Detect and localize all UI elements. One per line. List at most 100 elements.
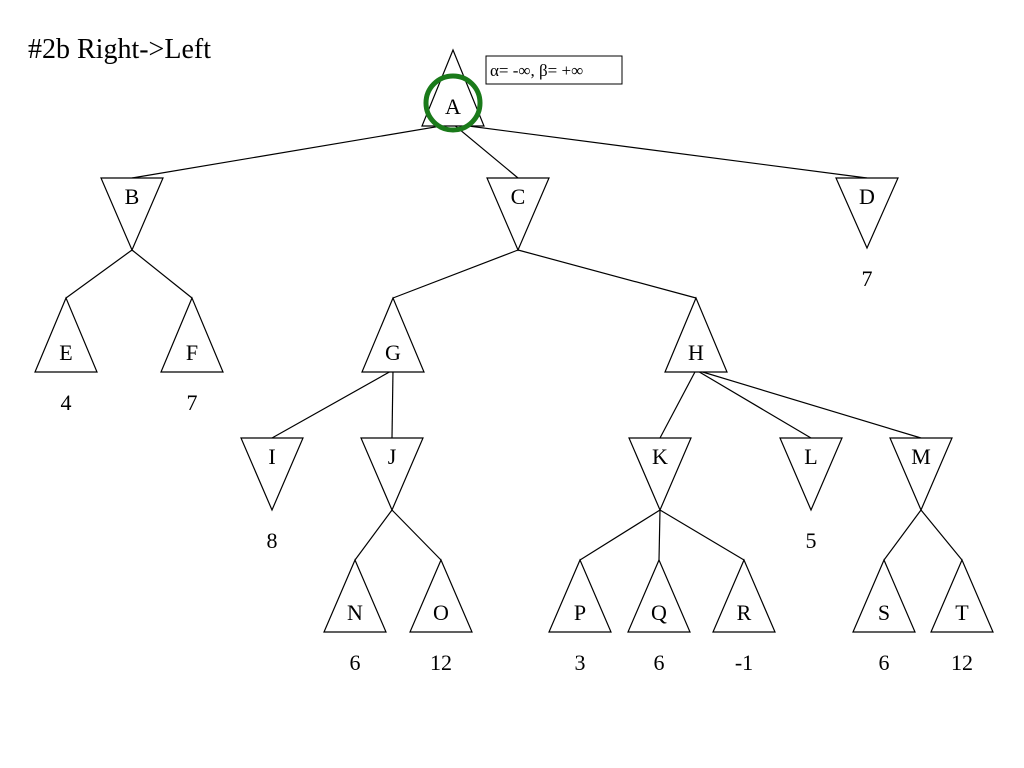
node-L: L (779, 437, 843, 512)
edge-M-T (920, 509, 963, 561)
edge-C-H (517, 249, 697, 299)
node-M: M (889, 437, 953, 512)
node-G-max-triangle (361, 296, 425, 373)
node-B: B (100, 177, 164, 252)
alpha-beta-annotation: α= -∞, β= +∞ (485, 55, 623, 85)
edge-K-Q (658, 509, 661, 561)
node-F-value: 7 (187, 390, 198, 415)
edge-A-B (131, 123, 454, 179)
node-H: H (664, 296, 728, 373)
node-O: O (409, 558, 473, 633)
edge-B-F (131, 249, 193, 299)
node-Q-label: Q (651, 600, 667, 625)
node-K-min-triangle (628, 437, 692, 512)
node-O-label: O (433, 600, 449, 625)
node-L-min-triangle (779, 437, 843, 512)
node-T-max-triangle (930, 558, 994, 633)
node-S-value: 6 (879, 650, 890, 675)
node-L-label: L (804, 444, 817, 469)
node-G-label: G (385, 340, 401, 365)
alpha-beta-box (485, 55, 623, 85)
node-P-max-triangle (548, 558, 612, 633)
edge-M-S (883, 509, 922, 561)
node-N-label: N (347, 600, 363, 625)
node-C-label: C (511, 184, 526, 209)
node-P: P (548, 558, 612, 633)
node-T-value: 12 (951, 650, 973, 675)
node-F-label: F (186, 340, 198, 365)
node-L-value: 5 (806, 528, 817, 553)
node-D-value: 7 (862, 266, 873, 291)
slide-title: #2b Right->Left (28, 34, 211, 65)
node-R-label: R (737, 600, 752, 625)
node-J-min-triangle (360, 437, 424, 512)
nodes-layer: A B C D E F G H I J K L M N O P Q R S T (34, 48, 994, 633)
node-T-label: T (955, 600, 969, 625)
node-N: N (323, 558, 387, 633)
edge-H-L (695, 369, 812, 439)
node-B-label: B (125, 184, 140, 209)
node-E-label: E (59, 340, 72, 365)
alpha-beta-text: α= -∞, β= +∞ (490, 61, 583, 80)
node-E-value: 4 (61, 390, 72, 415)
node-H-label: H (688, 340, 704, 365)
edge-A-C (452, 123, 519, 179)
leaf-values-layer: 7 4 7 8 5 6 12 3 6 -1 6 12 (61, 266, 974, 675)
node-F: F (160, 296, 224, 373)
node-H-max-triangle (664, 296, 728, 373)
edge-K-R (659, 509, 745, 561)
node-K-label: K (652, 444, 668, 469)
node-B-min-triangle (100, 177, 164, 252)
node-I: I (240, 437, 304, 512)
edge-H-K (659, 369, 697, 439)
node-S-max-triangle (852, 558, 916, 633)
node-S: S (852, 558, 916, 633)
node-E: E (34, 296, 98, 373)
node-R: R (712, 558, 776, 633)
edge-G-I (271, 369, 394, 439)
edge-K-P (579, 509, 661, 561)
edge-G-J (391, 369, 394, 439)
node-P-value: 3 (575, 650, 586, 675)
edge-J-O (391, 509, 442, 561)
edges-layer (65, 123, 963, 561)
node-O-value: 12 (430, 650, 452, 675)
node-K: K (628, 437, 692, 512)
node-M-label: M (911, 444, 931, 469)
node-D-min-triangle (835, 177, 899, 250)
node-A-max-triangle (421, 48, 485, 127)
node-D-label: D (859, 184, 875, 209)
node-P-label: P (574, 600, 586, 625)
node-Q-max-triangle (627, 558, 691, 633)
node-I-min-triangle (240, 437, 304, 512)
node-S-label: S (878, 600, 890, 625)
edge-H-M (695, 369, 922, 439)
node-F-max-triangle (160, 296, 224, 373)
node-Q-value: 6 (654, 650, 665, 675)
node-J: J (360, 437, 424, 512)
node-Q: Q (627, 558, 691, 633)
edge-A-D (452, 123, 868, 179)
node-I-label: I (268, 444, 275, 469)
edge-C-G (392, 249, 519, 299)
node-G: G (361, 296, 425, 373)
node-R-max-triangle (712, 558, 776, 633)
node-D: D (835, 177, 899, 250)
node-I-value: 8 (267, 528, 278, 553)
node-E-max-triangle (34, 296, 98, 373)
edge-B-E (65, 249, 133, 299)
node-N-value: 6 (350, 650, 361, 675)
highlight-circle (423, 73, 483, 133)
node-T: T (930, 558, 994, 633)
node-J-label: J (388, 444, 397, 469)
node-M-min-triangle (889, 437, 953, 512)
node-N-max-triangle (323, 558, 387, 633)
edge-J-N (354, 509, 393, 561)
node-C: C (486, 177, 550, 252)
node-A: A (421, 48, 485, 127)
node-O-max-triangle (409, 558, 473, 633)
node-R-value: -1 (735, 650, 753, 675)
node-C-min-triangle (486, 177, 550, 252)
node-A-label: A (445, 94, 461, 119)
